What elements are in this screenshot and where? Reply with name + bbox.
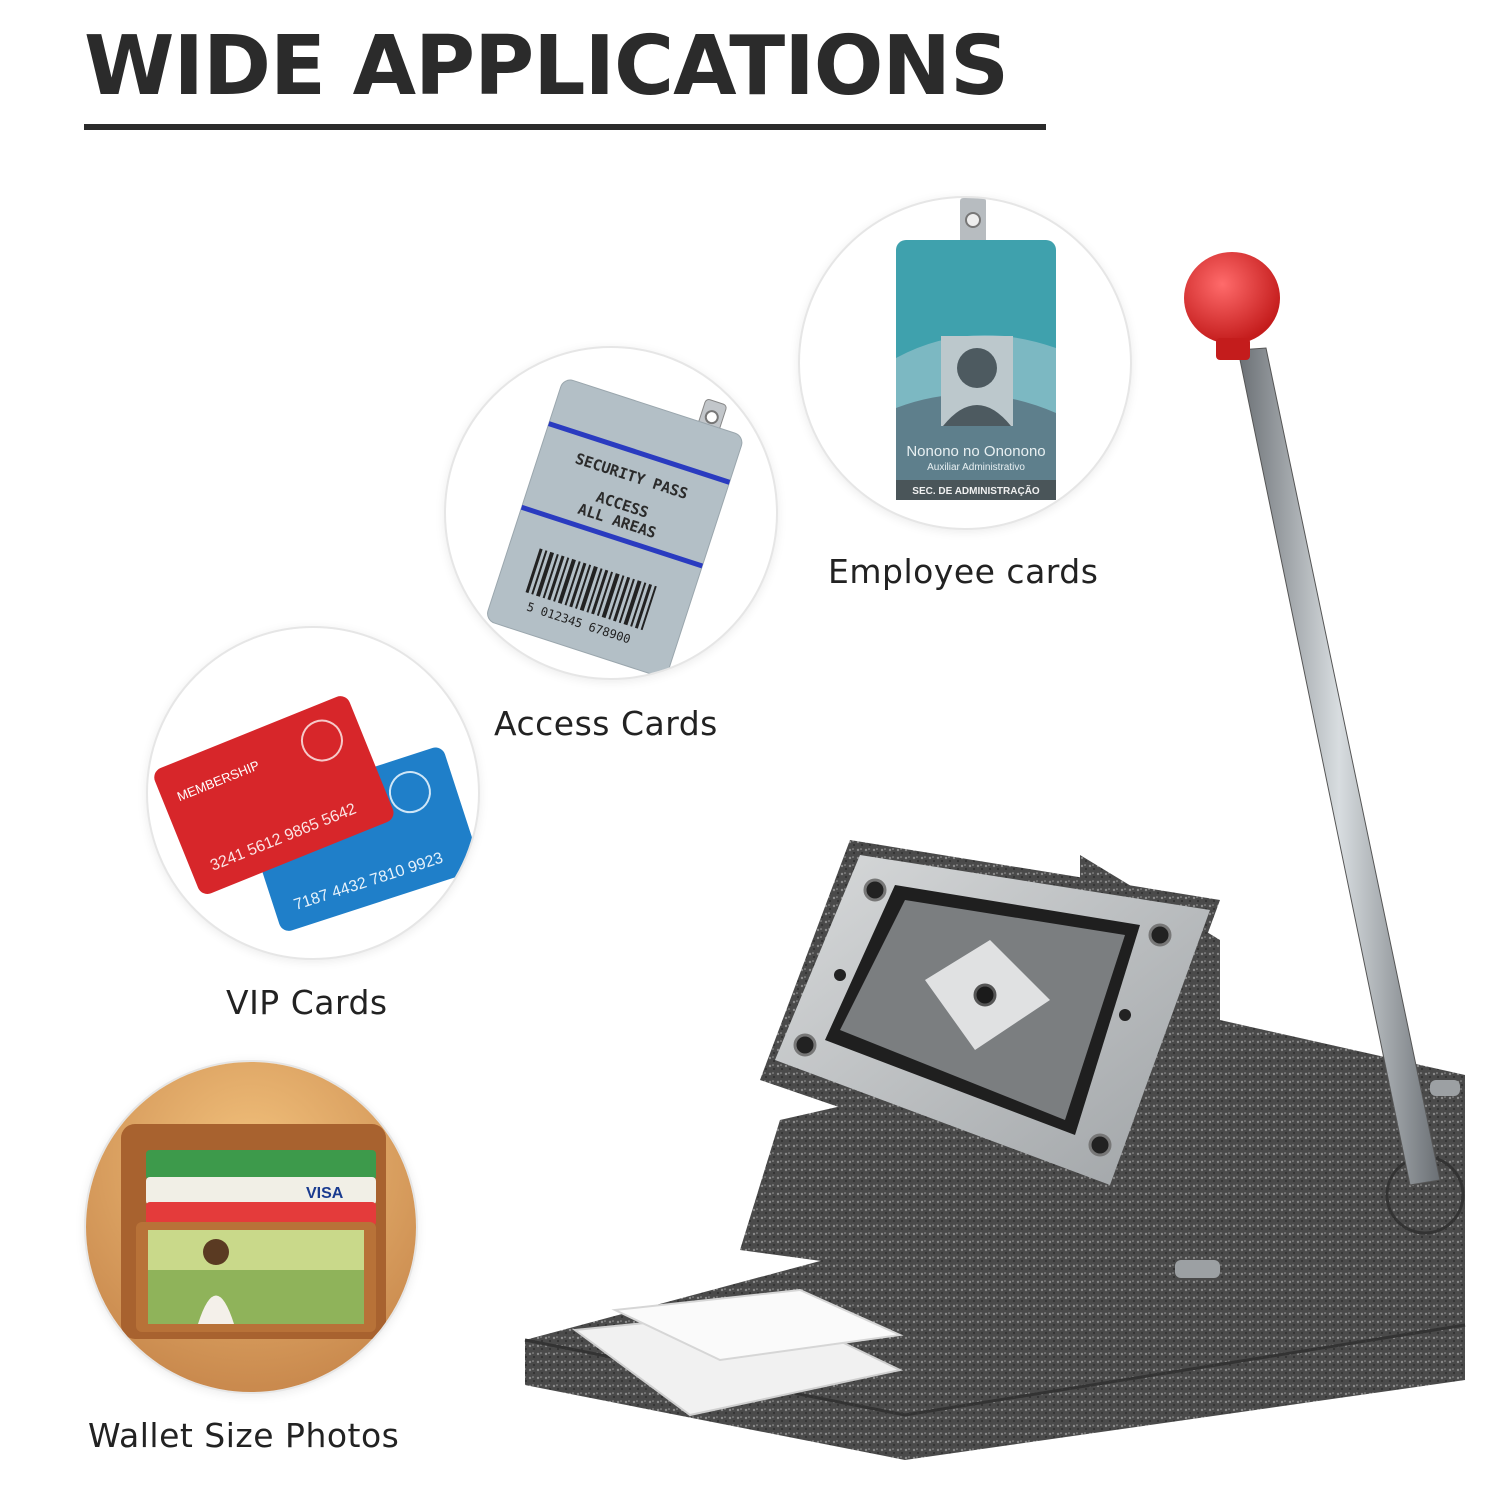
employee-name: Nonono no Ononono: [906, 443, 1045, 460]
barcode: [525, 548, 657, 631]
employee-card-illustration: Nonono no Ononono Auxiliar Administrativ…: [896, 198, 1056, 500]
access-card-illustration: SECURITY PASS ACCESS ALL AREAS 5 012345 …: [487, 379, 743, 677]
vip-card-illustration: 7187 4432 7810 9923 MEMBERSHIP 3241 5612…: [154, 696, 478, 931]
title-underline: [84, 124, 1046, 130]
die-center-bolt: [973, 983, 997, 1007]
wallet-card-brand: VISA: [306, 1185, 344, 1202]
lever-knob[interactable]: [1184, 252, 1280, 344]
caption-employee-cards: Employee cards: [828, 552, 1099, 591]
employee-role: Auxiliar Administrativo: [927, 462, 1025, 473]
lever-handle[interactable]: [1237, 347, 1441, 1186]
access-card-circle: SECURITY PASS ACCESS ALL AREAS 5 012345 …: [444, 346, 778, 680]
employee-department: SEC. DE ADMINISTRAÇÃO: [912, 484, 1040, 497]
employee-card-circle: Nonono no Ononono Auxiliar Administrativ…: [798, 196, 1132, 530]
wallet-photo-circle: VISA: [84, 1060, 418, 1394]
caption-vip-cards: VIP Cards: [226, 983, 388, 1022]
caption-wallet-photos: Wallet Size Photos: [88, 1416, 400, 1455]
wallet-illustration: VISA: [86, 1062, 416, 1392]
caption-access-cards: Access Cards: [494, 704, 718, 743]
page-title: WIDE APPLICATIONS: [84, 19, 1009, 114]
person-head-icon: [203, 1239, 229, 1265]
vip-card-circle: 7187 4432 7810 9923 MEMBERSHIP 3241 5612…: [146, 626, 480, 960]
card-cutter-machine: [524, 252, 1466, 1460]
